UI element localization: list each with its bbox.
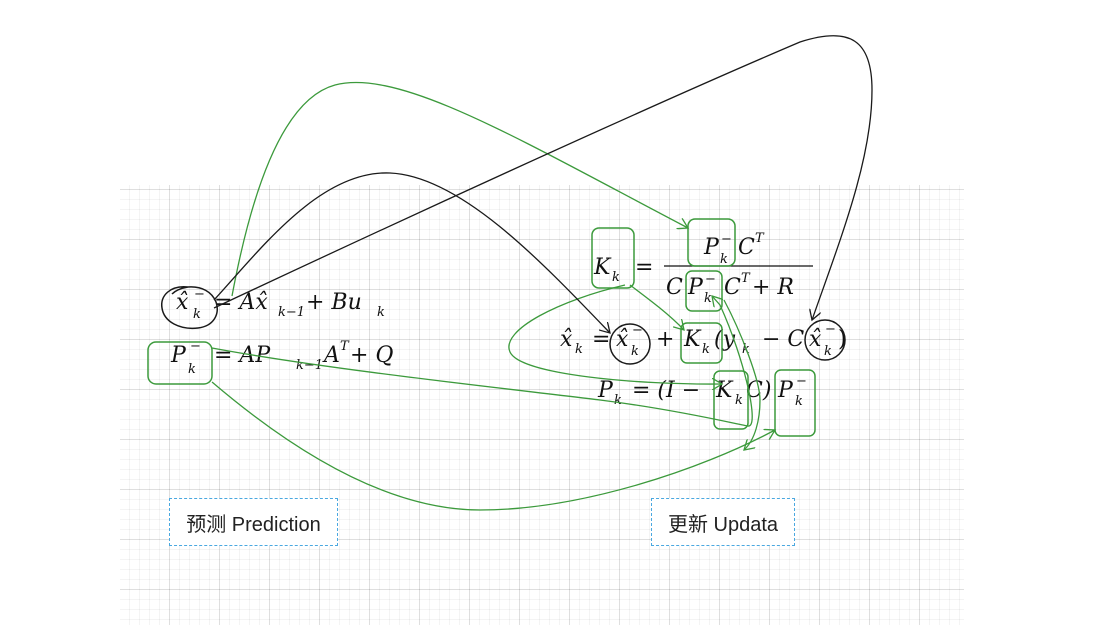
- gain-num-p-sub: k: [720, 252, 728, 267]
- arrow-gain-to-update: [629, 284, 684, 330]
- uc-pred-sup: −: [796, 374, 807, 389]
- gain-num-p: P: [703, 235, 720, 260]
- eq1-lhs-sup: −: [194, 287, 205, 302]
- us-pred-sup: −: [632, 323, 643, 338]
- equation-gain: K k = P k − C T C P k − C T + R: [593, 231, 813, 306]
- highlight-circles: [161, 286, 846, 365]
- gain-den-c: C: [666, 275, 683, 300]
- equation-predict-state: x̂ k − = Ax̂ k−1 + Bu k: [176, 287, 385, 322]
- gain-den-c2-sup: T: [741, 271, 751, 286]
- arrow-xhat-to-update: [213, 172, 610, 333]
- arrow-gain-to-cov: [508, 284, 722, 384]
- us-close: ): [838, 327, 847, 352]
- us-open: (y: [714, 327, 736, 352]
- eq1-lhs-sub: k: [193, 307, 201, 322]
- eq1-rhs-tail-sub: k: [377, 305, 385, 320]
- us-gain: K: [683, 327, 702, 352]
- circle-xhat-predict: [161, 286, 218, 330]
- prediction-label: 预测 Prediction: [169, 498, 338, 546]
- uc-pred-sub: k: [795, 394, 803, 409]
- gain-num-p-sup: −: [721, 232, 732, 247]
- eq1-lhs: x̂: [176, 290, 189, 315]
- arrow-pk-to-cov: [211, 381, 775, 511]
- eq1-rhs-sub: k−1: [278, 305, 305, 320]
- gain-den-c2: C: [724, 275, 741, 300]
- box-pk-minus-predict: [147, 341, 213, 385]
- arrow-kk-to-cov-down: [723, 299, 761, 450]
- eq2-lhs-sup: −: [190, 339, 201, 354]
- us-pred2-sup: −: [825, 322, 836, 337]
- uc-pred: P: [777, 378, 794, 403]
- arrow-xhat-to-residual: [213, 35, 873, 320]
- eq2-rhs-mid: A: [322, 343, 340, 368]
- us-pred2: x̂: [809, 327, 822, 352]
- gain-den-end: + R: [752, 275, 794, 300]
- gain-lhs-sub: k: [612, 270, 620, 285]
- update-label: 更新 Updata: [651, 498, 795, 546]
- highlight-boxes: [147, 218, 816, 437]
- box-pk-cov: [774, 369, 816, 437]
- eq1-rhs: = Ax̂: [214, 290, 268, 315]
- box-kk-update: [680, 322, 723, 364]
- black-arrows: [213, 35, 873, 333]
- gain-den-p-sub: k: [704, 291, 712, 306]
- box-pk-den: [685, 270, 723, 312]
- eq2-lhs: P: [170, 343, 187, 368]
- eq2-rhs: = AP: [214, 343, 271, 368]
- us-plus: +: [656, 327, 674, 352]
- uc-gain: K: [715, 378, 734, 403]
- circle-xhat-minus-update: [609, 323, 651, 365]
- gain-den-p: P: [687, 275, 704, 300]
- gain-num-c: C: [738, 235, 755, 260]
- us-pred-sub: k: [631, 344, 639, 359]
- us-gain-sub: k: [702, 342, 710, 357]
- circle-xhat-minus-residual: [804, 319, 846, 361]
- grid-background: [120, 185, 964, 625]
- arrow-pk-to-gain-den: [211, 296, 753, 427]
- us-lhs-sub: k: [575, 342, 583, 357]
- equation-predict-cov: P k − = AP k−1 A T + Q: [170, 339, 393, 377]
- uc-lhs-sub: k: [614, 393, 622, 408]
- uc-gain-sub: k: [735, 393, 743, 408]
- uc-lhs: P: [597, 378, 614, 403]
- gain-eq: =: [635, 255, 653, 280]
- box-pk-num: [687, 218, 736, 267]
- gain-lhs: K: [593, 255, 612, 280]
- green-arrows: [211, 81, 775, 511]
- eq2-rhs-sub: k−1: [296, 358, 323, 373]
- eq2-rhs-tail: + Q: [350, 343, 393, 368]
- us-minus: − C: [762, 327, 804, 352]
- us-pred2-sub: k: [824, 344, 832, 359]
- eq1-rhs-tail: + Bu: [306, 290, 362, 315]
- eq2-lhs-sub: k: [188, 362, 196, 377]
- box-kk-cov: [713, 370, 749, 430]
- equation-update-state: x̂ k = x̂ k − + K k (y k − C x̂ k − ): [560, 322, 847, 359]
- eq2-rhs-mid-sup: T: [340, 339, 350, 354]
- gain-den-p-sup: −: [705, 272, 716, 287]
- gain-num-c-sup: T: [755, 231, 765, 246]
- arrow-pk-to-gain-num: [231, 81, 688, 297]
- us-pred: x̂: [616, 327, 629, 352]
- us-lhs: x̂: [560, 327, 573, 352]
